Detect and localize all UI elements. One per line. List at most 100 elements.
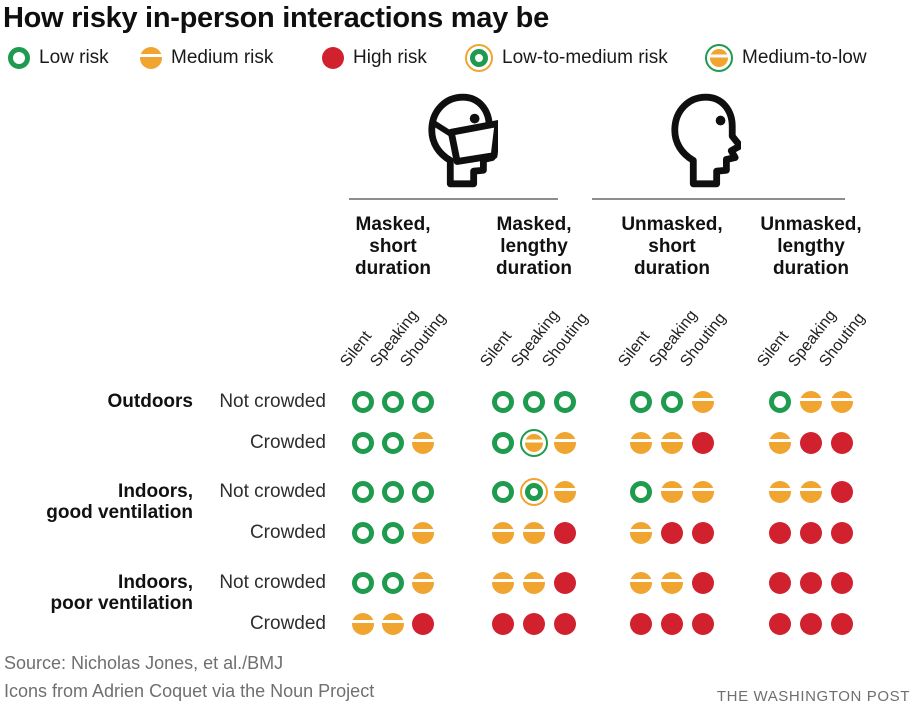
risk-cell-low [412, 391, 434, 413]
risk-cell-high [661, 522, 683, 544]
risk-cell-low [412, 481, 434, 503]
source-text: Source: Nicholas Jones, et al./BMJ [4, 653, 284, 673]
icon-credit-text: Icons from Adrien Coquet via the Noun Pr… [4, 681, 375, 701]
risk-cell-high [412, 613, 434, 635]
legend-item-high: High risk [322, 43, 427, 73]
risk-cell-medium [831, 391, 853, 413]
risk-cell-medium [692, 481, 714, 503]
risk-cell-medium [523, 572, 545, 594]
risk-cell-high [769, 572, 791, 594]
risk-cell-low [382, 522, 404, 544]
masked-group-divider [349, 198, 558, 200]
risk-cell-medium [800, 391, 822, 413]
risk-cell-medium [412, 432, 434, 454]
risk-cell-high [692, 432, 714, 454]
risk-cell-medium [800, 481, 822, 503]
icon-inner [710, 49, 728, 67]
risk-cell-medium [630, 522, 652, 544]
risk-cell-medium [412, 572, 434, 594]
row-sub-label: Not crowded [219, 481, 326, 502]
risk-cell-medium [630, 572, 652, 594]
risk-cell-low [352, 432, 374, 454]
risk-cell-high [800, 432, 822, 454]
risk-cell-low [630, 481, 652, 503]
risk-cell-medium [554, 481, 576, 503]
risk-cell-high [692, 572, 714, 594]
legend-item-medium: Medium risk [140, 43, 273, 73]
icon-inner [470, 49, 488, 67]
publisher-brand: THE WASHINGTON POST [716, 688, 910, 705]
risk-cell-high [523, 613, 545, 635]
row-sub-label: Crowded [249, 613, 326, 634]
risk-cell-low [382, 432, 404, 454]
risk-cell-low [382, 391, 404, 413]
legend-label: Low risk [39, 47, 109, 68]
risk-cell-medium [492, 572, 514, 594]
row-sub-label: Not crowded [219, 572, 326, 593]
risk-cell-high [800, 613, 822, 635]
row-group-label-indoors-poor: Indoors, poor ventilation [50, 572, 194, 614]
risk-cell-medium [630, 432, 652, 454]
page-title: How risky in-person interactions may be [3, 2, 549, 34]
risk-cell-medium-to-low [520, 429, 548, 457]
risk-cell-low [630, 391, 652, 413]
legend-label: Medium risk [171, 47, 274, 68]
legend-item-medium-to-low: Medium-to-low [705, 43, 867, 73]
risk-dot-inner [525, 434, 543, 452]
risk-cell-medium [523, 522, 545, 544]
risk-cell-high [769, 613, 791, 635]
risk-cell-medium [769, 432, 791, 454]
masked-head-svg [428, 93, 502, 188]
risk-cell-medium [352, 613, 374, 635]
risk-cell-high [692, 522, 714, 544]
risk-cell-low [769, 391, 791, 413]
risk-cell-medium [412, 522, 434, 544]
risk-cell-low [382, 481, 404, 503]
risk-cell-high [831, 432, 853, 454]
unmasked-head-svg [671, 93, 744, 188]
risk-cell-high [554, 572, 576, 594]
risk-cell-medium [661, 572, 683, 594]
risk-cell-high [492, 613, 514, 635]
risk-cell-low [352, 391, 374, 413]
risk-cell-low [661, 391, 683, 413]
risk-cell-low [382, 572, 404, 594]
low-risk-icon [8, 47, 30, 69]
column-group-label-unmasked-lengthy: Unmasked, lengthy duration [760, 214, 862, 279]
medium-to-low-risk-icon [705, 44, 733, 72]
legend-label: Medium-to-low [742, 47, 867, 68]
risk-cell-low [554, 391, 576, 413]
legend-item-low: Low risk [8, 43, 109, 73]
high-risk-icon [322, 47, 344, 69]
risk-cell-low [352, 572, 374, 594]
risk-cell-low [492, 391, 514, 413]
risk-cell-high [769, 522, 791, 544]
risk-cell-medium [769, 481, 791, 503]
risk-cell-low [352, 522, 374, 544]
risk-cell-low [492, 481, 514, 503]
risk-cell-high [661, 613, 683, 635]
risk-cell-high [831, 522, 853, 544]
legend-label: Low-to-medium risk [502, 47, 668, 68]
column-group-label-masked-lengthy: Masked, lengthy duration [496, 214, 572, 279]
risk-cell-medium [382, 613, 404, 635]
risk-dot-inner [525, 483, 543, 501]
low-to-medium-risk-icon [465, 44, 493, 72]
risk-cell-high [800, 522, 822, 544]
risk-cell-high [831, 572, 853, 594]
legend-item-low-to-medium: Low-to-medium risk [465, 43, 668, 73]
legend: Low risk Medium risk High risk Low-to-me… [0, 43, 916, 75]
row-sub-label: Crowded [249, 432, 326, 453]
column-group-label-masked-short: Masked, short duration [355, 214, 431, 279]
risk-cell-high [630, 613, 652, 635]
risk-cell-high [692, 613, 714, 635]
medium-risk-icon [140, 47, 162, 69]
risk-cell-medium [661, 481, 683, 503]
unmasked-head-icon [667, 91, 744, 191]
risk-cell-low [492, 432, 514, 454]
risk-cell-high [554, 613, 576, 635]
risk-cell-high [831, 613, 853, 635]
unmasked-group-divider [592, 198, 845, 200]
